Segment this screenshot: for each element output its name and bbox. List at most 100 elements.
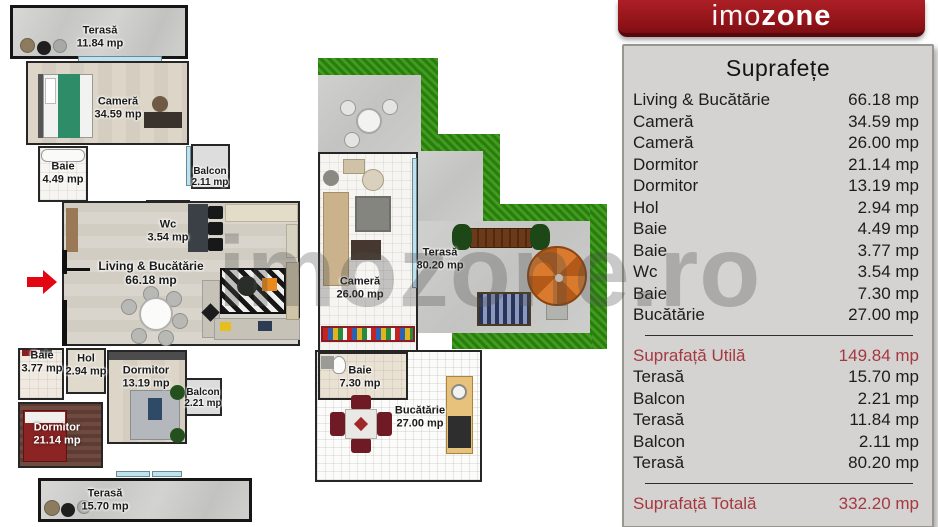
orange-cushion bbox=[262, 278, 277, 291]
grass-strip bbox=[483, 134, 500, 221]
sun-lounger bbox=[477, 292, 531, 326]
terrace-floor bbox=[418, 151, 483, 221]
logo-imo: imo bbox=[711, 0, 762, 32]
room-balcony-221 bbox=[185, 378, 222, 416]
bench bbox=[470, 228, 532, 248]
grass-strip bbox=[590, 204, 607, 349]
table-divider bbox=[645, 482, 913, 484]
kitchen-sink bbox=[451, 384, 467, 400]
bedroom-headwall bbox=[109, 352, 185, 360]
entrance-arrow bbox=[27, 277, 43, 287]
dining-table bbox=[139, 297, 173, 331]
sink bbox=[321, 356, 334, 369]
window bbox=[186, 146, 191, 186]
window bbox=[412, 158, 417, 288]
desk bbox=[144, 112, 182, 128]
pillow bbox=[220, 322, 231, 331]
dining-chair bbox=[158, 330, 174, 346]
stove bbox=[448, 416, 471, 448]
stove-burner bbox=[208, 206, 223, 219]
coffee-table bbox=[237, 276, 257, 296]
table-divider bbox=[645, 334, 913, 336]
plant-pot bbox=[323, 170, 339, 186]
bed-pillow bbox=[25, 412, 65, 423]
outdoor-chair bbox=[344, 132, 360, 148]
dining-chair bbox=[131, 328, 147, 344]
dining-chair bbox=[166, 291, 182, 307]
grass-strip bbox=[500, 204, 607, 221]
kitchen-cabinet bbox=[188, 204, 208, 252]
chaise bbox=[286, 262, 299, 320]
bed-headboard bbox=[38, 74, 43, 138]
sofa bbox=[214, 318, 300, 340]
outdoor-chair bbox=[382, 99, 398, 115]
fridge bbox=[286, 224, 298, 258]
kitchen-counter bbox=[225, 204, 298, 222]
terrace-decor-pot bbox=[61, 503, 75, 517]
bathtub bbox=[41, 149, 85, 162]
room-bath-377 bbox=[18, 348, 64, 400]
towel bbox=[22, 350, 36, 356]
room-terrace-bottom bbox=[38, 478, 252, 522]
outdoor-chair bbox=[340, 100, 356, 116]
kitchen-chair bbox=[351, 395, 371, 410]
pillow bbox=[258, 321, 272, 331]
kitchen-chair bbox=[330, 412, 345, 436]
terrace-decor-pot bbox=[53, 39, 67, 53]
armchair bbox=[362, 169, 384, 191]
wardrobe bbox=[66, 208, 78, 252]
window bbox=[152, 471, 182, 477]
grass-strip bbox=[318, 58, 438, 75]
brand-banner: imozone bbox=[618, 0, 925, 37]
terrace-decor-pot bbox=[44, 500, 60, 516]
plant bbox=[170, 385, 185, 400]
entrance-arrow-head bbox=[43, 270, 57, 294]
dining-chair bbox=[172, 313, 188, 329]
room-balcony-211 bbox=[191, 144, 230, 189]
kitchen-chair bbox=[377, 412, 392, 436]
kitchen-chair bbox=[351, 438, 371, 453]
towel bbox=[40, 350, 52, 356]
plant bbox=[530, 224, 550, 250]
stove-burner bbox=[208, 222, 223, 235]
plant bbox=[452, 224, 472, 250]
brand-logo: imozone bbox=[712, 0, 832, 32]
room-bath-730 bbox=[318, 352, 408, 400]
bed-pillow bbox=[45, 78, 56, 104]
stove-burner bbox=[208, 238, 223, 251]
umbrella bbox=[527, 246, 587, 306]
terrace-decor-pot bbox=[77, 500, 91, 514]
